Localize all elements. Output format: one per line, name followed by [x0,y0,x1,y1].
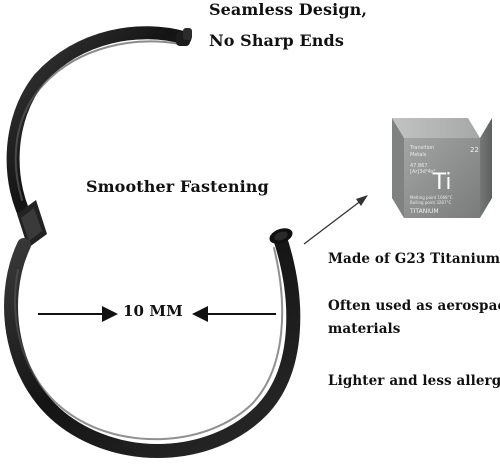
hoop-body-highlight [14,247,284,441]
caption-no-sharp-ends: No Sharp Ends [209,31,344,50]
dimension-arrow-left [38,306,118,322]
caption-seamless-design: Seamless Design, [209,0,368,19]
segment-tip [176,28,192,46]
cube-melting: Melting point 1668°C [410,195,453,200]
hinge-joint [17,200,47,248]
titanium-cube: Transition Metals 22 47.867 [Ar]3d²4s² T… [392,118,492,218]
hinged-segment-highlight [14,40,181,201]
cube-category-2: Metals [410,152,427,158]
pointer-arrow [303,195,368,245]
caption-smoother-fastening: Smoother Fastening [86,177,269,196]
cube-config: [Ar]3d²4s² [410,169,436,175]
hoop-body [4,231,301,458]
cube-boiling: Boiling point 3287°C [410,200,452,205]
caption-aerospace-line1: Often used as aerospace [328,298,500,314]
cube-name: TITANIUM [409,208,439,215]
cube-atomic-number: 22 [470,146,479,154]
dimension-arrow-right [192,306,276,322]
cube-symbol: Ti [432,170,452,195]
caption-aerospace-line2: materials [328,321,401,337]
hoop-open-end [269,228,293,244]
hinged-segment [6,26,192,232]
caption-allergy: Lighter and less allergic [328,373,500,389]
caption-material: Made of G23 Titanium [328,251,500,267]
cube-category-1: Transition [409,145,434,151]
cube-atomic-mass: 47.867 [410,163,428,169]
caption-size: 10 MM [123,302,183,320]
